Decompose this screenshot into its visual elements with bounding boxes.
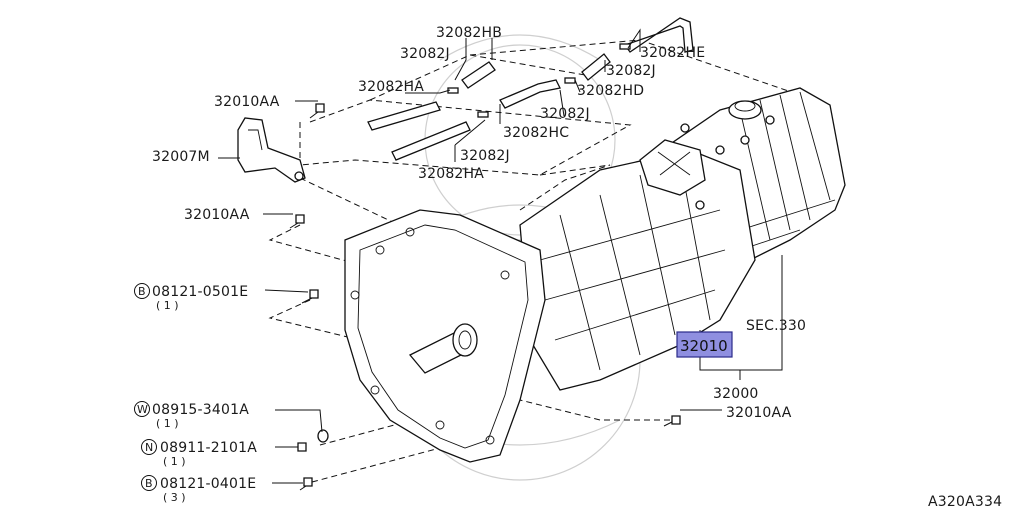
part-labels: 32082HB 32082J 32082HA 32082HE 32082J 32… xyxy=(152,25,806,421)
fastener-3-code: 08911-2101A xyxy=(160,440,257,456)
label-32082hd: 32082HD xyxy=(577,83,644,99)
fastener-3: N 08911-2101A ( 1 ) xyxy=(141,439,257,468)
breather-hoses xyxy=(367,17,694,161)
fastener-2-prefix: W xyxy=(137,403,148,416)
fastener-3-prefix: N xyxy=(145,441,153,454)
bracket-part xyxy=(237,117,306,183)
label-32082j-lower: 32082J xyxy=(460,148,510,164)
part-32010-callout[interactable]: 32010 xyxy=(676,331,733,358)
fastener-1-qty: ( 1 ) xyxy=(156,299,179,312)
fastener-4-code: 08121-0401E xyxy=(160,476,256,492)
label-32082ha-top: 32082HA xyxy=(358,79,424,95)
fastener-3-qty: ( 1 ) xyxy=(163,455,186,468)
fastener-1: B 08121-0501E ( 1 ) xyxy=(134,283,248,312)
fastener-2-qty: ( 1 ) xyxy=(156,417,179,430)
fastener-1-code: 08121-0501E xyxy=(152,284,248,300)
fastener-2-code: 08915-3401A xyxy=(152,402,249,418)
label-32082j-top: 32082J xyxy=(400,46,450,62)
label-32007m: 32007M xyxy=(152,149,210,165)
fastener-4: B 08121-0401E ( 3 ) xyxy=(141,475,256,504)
label-32082hc: 32082HC xyxy=(503,125,569,141)
fastener-2: W 08915-3401A ( 1 ) xyxy=(134,401,249,430)
label-32010aa-mid: 32010AA xyxy=(184,207,250,223)
label-sec-330: SEC.330 xyxy=(746,318,806,334)
diagram-code: A320A334 xyxy=(928,494,1002,510)
label-32010aa-top: 32010AA xyxy=(214,94,280,110)
label-32082he: 32082HE xyxy=(640,45,705,61)
fastener-bolts xyxy=(289,103,681,491)
label-32082ha-lower: 32082HA xyxy=(418,166,484,182)
label-32082j-mid: 32082J xyxy=(540,106,590,122)
fastener-4-prefix: B xyxy=(145,477,153,490)
part-32010-label: 32010 xyxy=(680,337,728,355)
label-32010aa-right: 32010AA xyxy=(726,405,792,421)
fastener-callouts: B 08121-0501E ( 1 ) W 08915-3401A ( 1 ) … xyxy=(134,283,257,504)
transmission-assembly xyxy=(344,87,846,463)
label-32082hb: 32082HB xyxy=(436,25,502,41)
label-32000: 32000 xyxy=(713,386,759,402)
fastener-1-prefix: B xyxy=(138,285,146,298)
fastener-4-qty: ( 3 ) xyxy=(163,491,186,504)
label-32082j-right: 32082J xyxy=(606,63,656,79)
